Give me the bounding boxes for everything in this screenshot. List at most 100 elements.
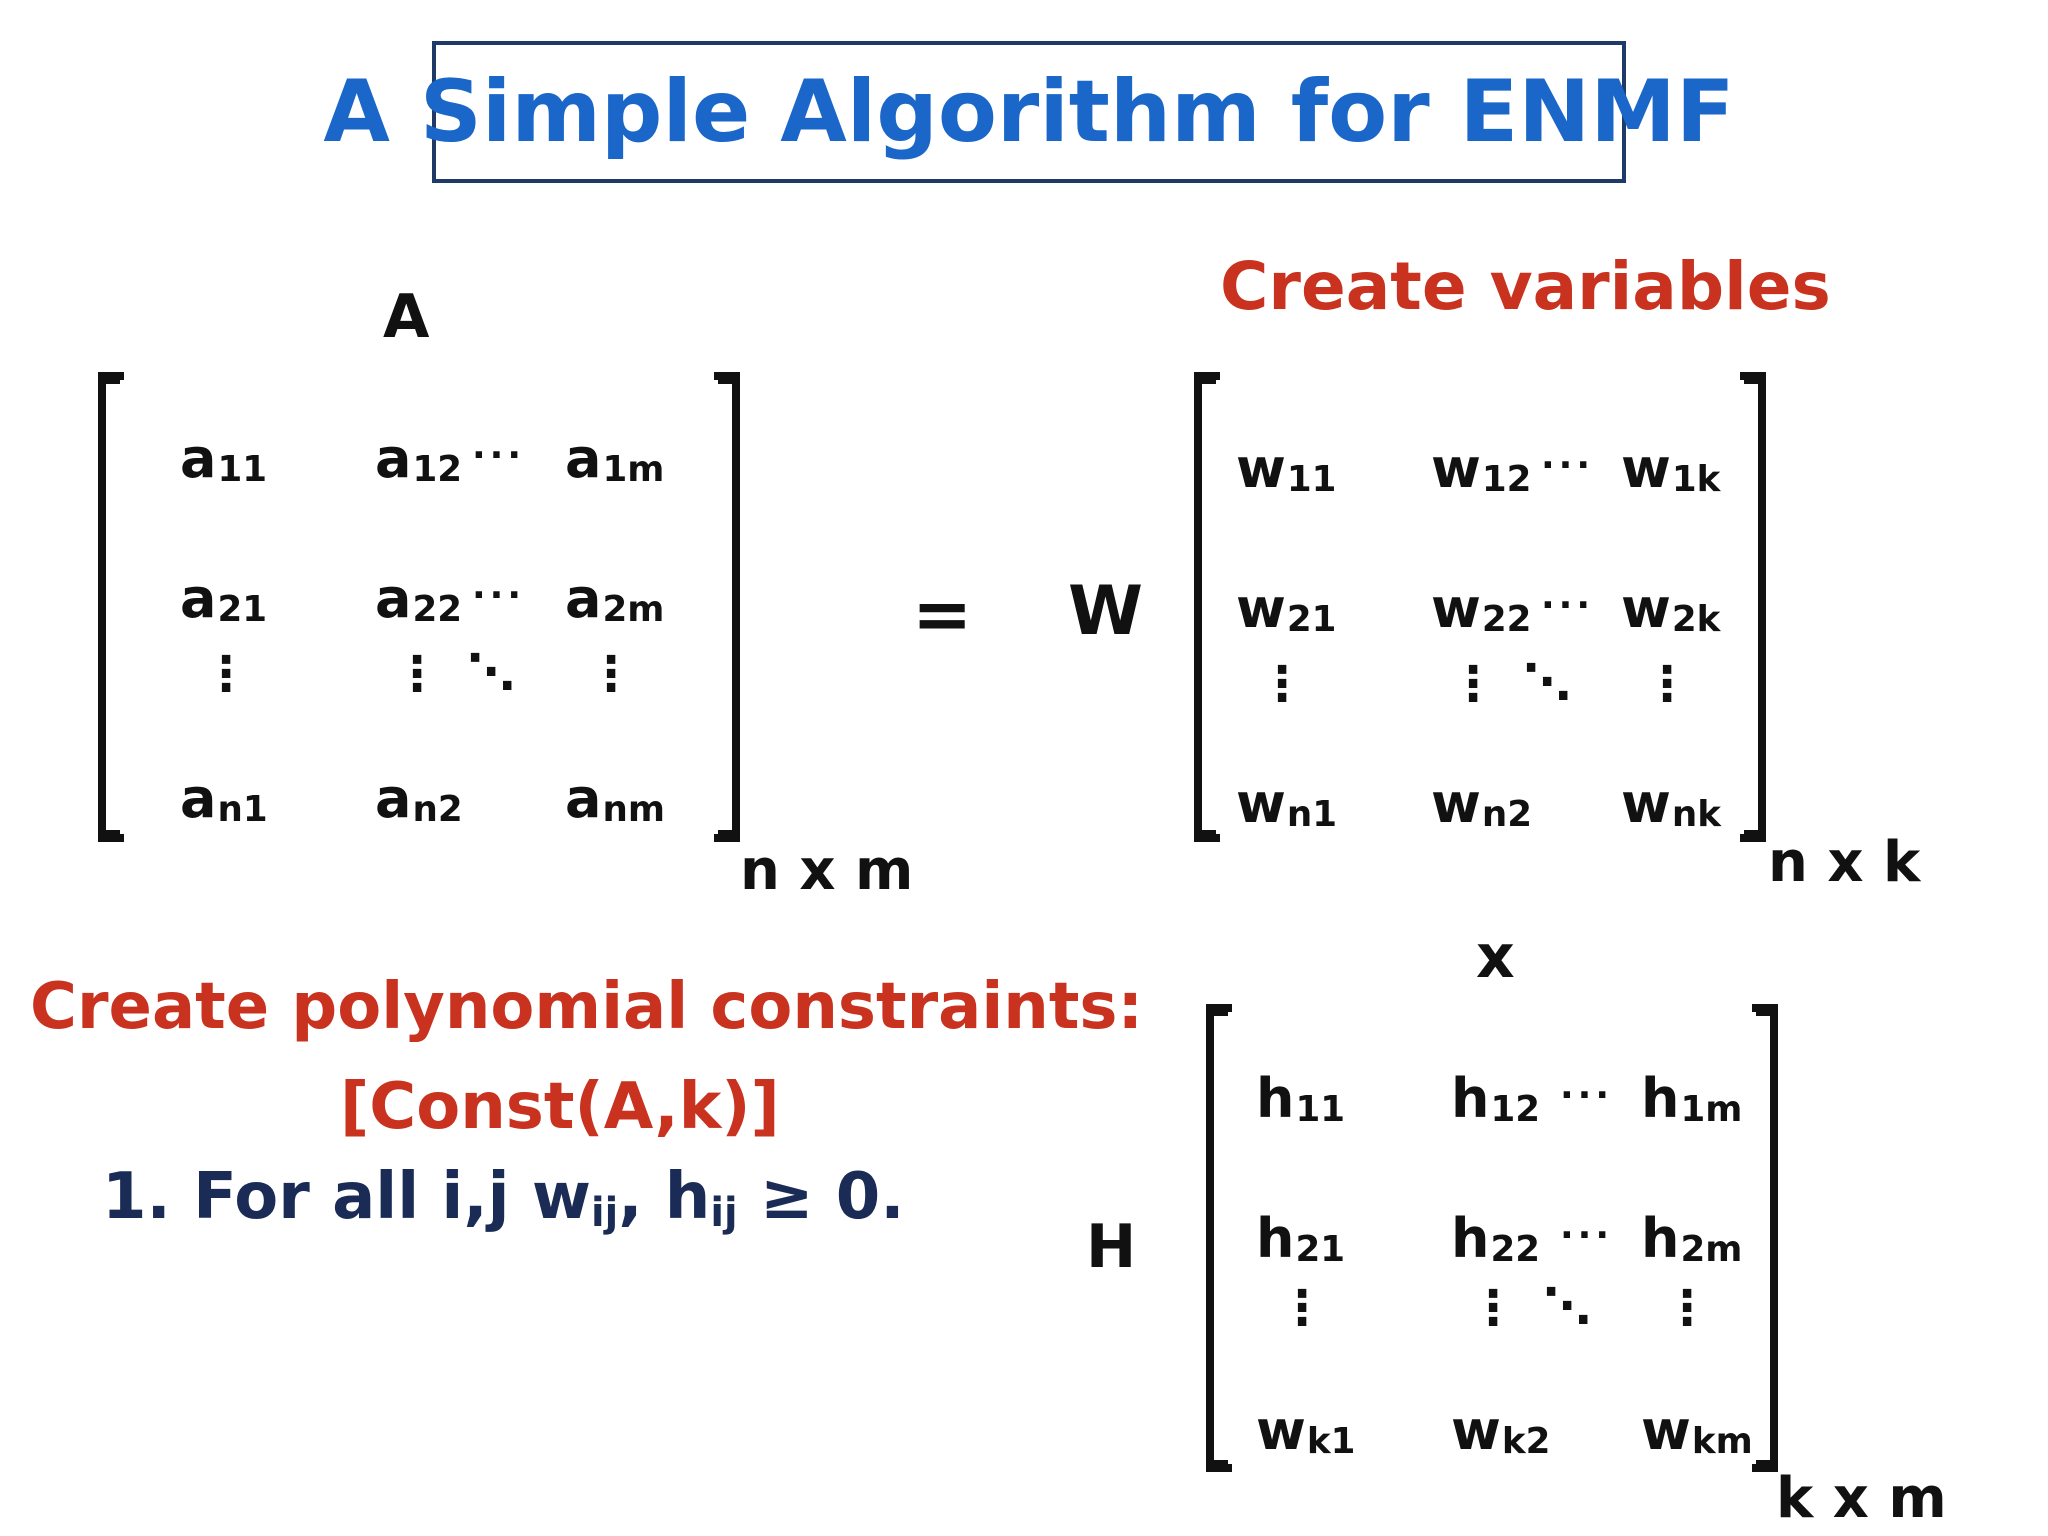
- cell-subscript: 2m: [1680, 1229, 1743, 1271]
- cell-base: w: [1641, 1399, 1691, 1462]
- cell-base: w: [1236, 772, 1286, 835]
- cell-base: a: [565, 567, 602, 630]
- matrix-h-cell: h22: [1451, 1212, 1540, 1268]
- cell-subscript: k2: [1501, 1421, 1551, 1463]
- horizontal-ellipsis: ···: [472, 575, 526, 616]
- matrix-a-left-bracket: [98, 372, 124, 842]
- horizontal-ellipsis: ···: [1560, 1075, 1614, 1116]
- matrix-h-cell: h1m: [1641, 1072, 1742, 1128]
- const-call-label: [Const(A,k)]: [340, 1070, 780, 1144]
- matrix-h-cell: h11: [1256, 1072, 1345, 1128]
- cell-base: w: [1236, 437, 1286, 500]
- cell-base: w: [1621, 437, 1671, 500]
- vertical-ellipsis: ⋮: [1469, 1280, 1517, 1336]
- horizontal-ellipsis: ···: [1541, 585, 1595, 626]
- matrix-a-cell: an1: [180, 772, 268, 828]
- cell-subscript: 12: [1490, 1089, 1541, 1131]
- matrix-w-dims: n x k: [1768, 830, 1921, 895]
- constraint-w: w: [531, 1160, 591, 1234]
- diagonal-ellipsis: ⋱: [1523, 654, 1571, 710]
- equals-sign: =: [912, 572, 973, 656]
- vertical-ellipsis: ⋮: [1278, 1280, 1326, 1336]
- matrix-a-cell: a21: [180, 572, 267, 628]
- cell-subscript: 12: [412, 449, 463, 491]
- matrix-h-dims: k x m: [1776, 1466, 1947, 1531]
- cell-base: w: [1431, 437, 1481, 500]
- cell-subscript: 22: [412, 589, 463, 631]
- cell-base: h: [1256, 1067, 1295, 1130]
- times-sign: x: [1476, 922, 1515, 992]
- vertical-ellipsis: ⋮: [1449, 656, 1497, 712]
- cell-subscript: 21: [217, 589, 268, 631]
- matrix-w-cell: w22: [1431, 582, 1531, 638]
- matrix-w-cell: w21: [1236, 582, 1336, 638]
- constraint-sep: ,: [618, 1160, 665, 1234]
- cell-subscript: 11: [1286, 459, 1337, 501]
- matrix-a-label: A: [383, 282, 430, 352]
- cell-base: w: [1621, 772, 1671, 835]
- constraint-1: 1. For all i,j wij, hij ≥ 0.: [102, 1160, 905, 1236]
- cell-base: a: [565, 767, 602, 830]
- cell-base: h: [1641, 1207, 1680, 1270]
- cell-subscript: 11: [1295, 1089, 1346, 1131]
- matrix-h-cell: h12: [1451, 1072, 1540, 1128]
- matrix-w-cell: w1k: [1621, 442, 1720, 498]
- constraints-heading: Create polynomial constraints:: [30, 970, 1144, 1044]
- cell-subscript: nk: [1671, 794, 1721, 836]
- matrix-w-cell: w2k: [1621, 582, 1720, 638]
- constraint-h-sub: ij: [710, 1189, 738, 1236]
- matrix-h-cell: h2m: [1641, 1212, 1742, 1268]
- cell-subscript: 22: [1490, 1229, 1541, 1271]
- cell-subscript: 1m: [602, 449, 665, 491]
- vertical-ellipsis: ⋮: [393, 646, 441, 702]
- cell-base: a: [375, 427, 412, 490]
- cell-subscript: n1: [1286, 794, 1338, 836]
- vertical-ellipsis: ⋮: [1643, 656, 1691, 712]
- matrix-h-right-bracket: [1752, 1004, 1778, 1472]
- cell-base: w: [1621, 577, 1671, 640]
- cell-base: w: [1431, 577, 1481, 640]
- cell-base: w: [1451, 1399, 1501, 1462]
- matrix-w-cell: wn1: [1236, 777, 1337, 833]
- cell-subscript: n1: [217, 789, 268, 831]
- cell-subscript: 11: [217, 449, 268, 491]
- cell-base: w: [1256, 1399, 1306, 1462]
- matrix-h-cell: wk2: [1451, 1404, 1550, 1460]
- cell-base: a: [180, 567, 217, 630]
- vertical-ellipsis: ⋮: [1258, 656, 1306, 712]
- cell-subscript: 1m: [1680, 1089, 1743, 1131]
- cell-subscript: 12: [1481, 459, 1532, 501]
- cell-subscript: nm: [602, 789, 665, 831]
- matrix-w-cell: w12: [1431, 442, 1531, 498]
- cell-subscript: k1: [1306, 1421, 1356, 1463]
- matrix-a-cell: a12: [375, 432, 462, 488]
- matrix-w-left-bracket: [1194, 372, 1220, 842]
- constraint-1-prefix: 1. For all i,j: [102, 1160, 532, 1234]
- cell-base: a: [375, 767, 412, 830]
- cell-base: a: [180, 767, 217, 830]
- cell-base: a: [565, 427, 602, 490]
- matrix-a-dims: n x m: [740, 838, 914, 903]
- cell-base: h: [1641, 1067, 1680, 1130]
- matrix-w-cell: w11: [1236, 442, 1336, 498]
- cell-base: h: [1256, 1207, 1295, 1270]
- vertical-ellipsis: ⋮: [202, 646, 250, 702]
- cell-subscript: n2: [1481, 794, 1533, 836]
- cell-base: a: [180, 427, 217, 490]
- constraint-h: h: [664, 1160, 711, 1234]
- matrix-a-cell: a1m: [565, 432, 664, 488]
- cell-subscript: 22: [1481, 599, 1532, 641]
- cell-subscript: 2m: [602, 589, 665, 631]
- matrix-a-cell: a11: [180, 432, 267, 488]
- matrix-w-label: W: [1068, 572, 1144, 651]
- constraint-suffix: ≥ 0.: [737, 1160, 905, 1234]
- cell-subscript: km: [1691, 1421, 1753, 1463]
- cell-base: h: [1451, 1067, 1490, 1130]
- matrix-a-right-bracket: [714, 372, 740, 842]
- matrix-w-cell: wnk: [1621, 777, 1721, 833]
- diagonal-ellipsis: ⋱: [467, 644, 515, 700]
- horizontal-ellipsis: ···: [1541, 445, 1595, 486]
- matrix-a-cell: a22: [375, 572, 462, 628]
